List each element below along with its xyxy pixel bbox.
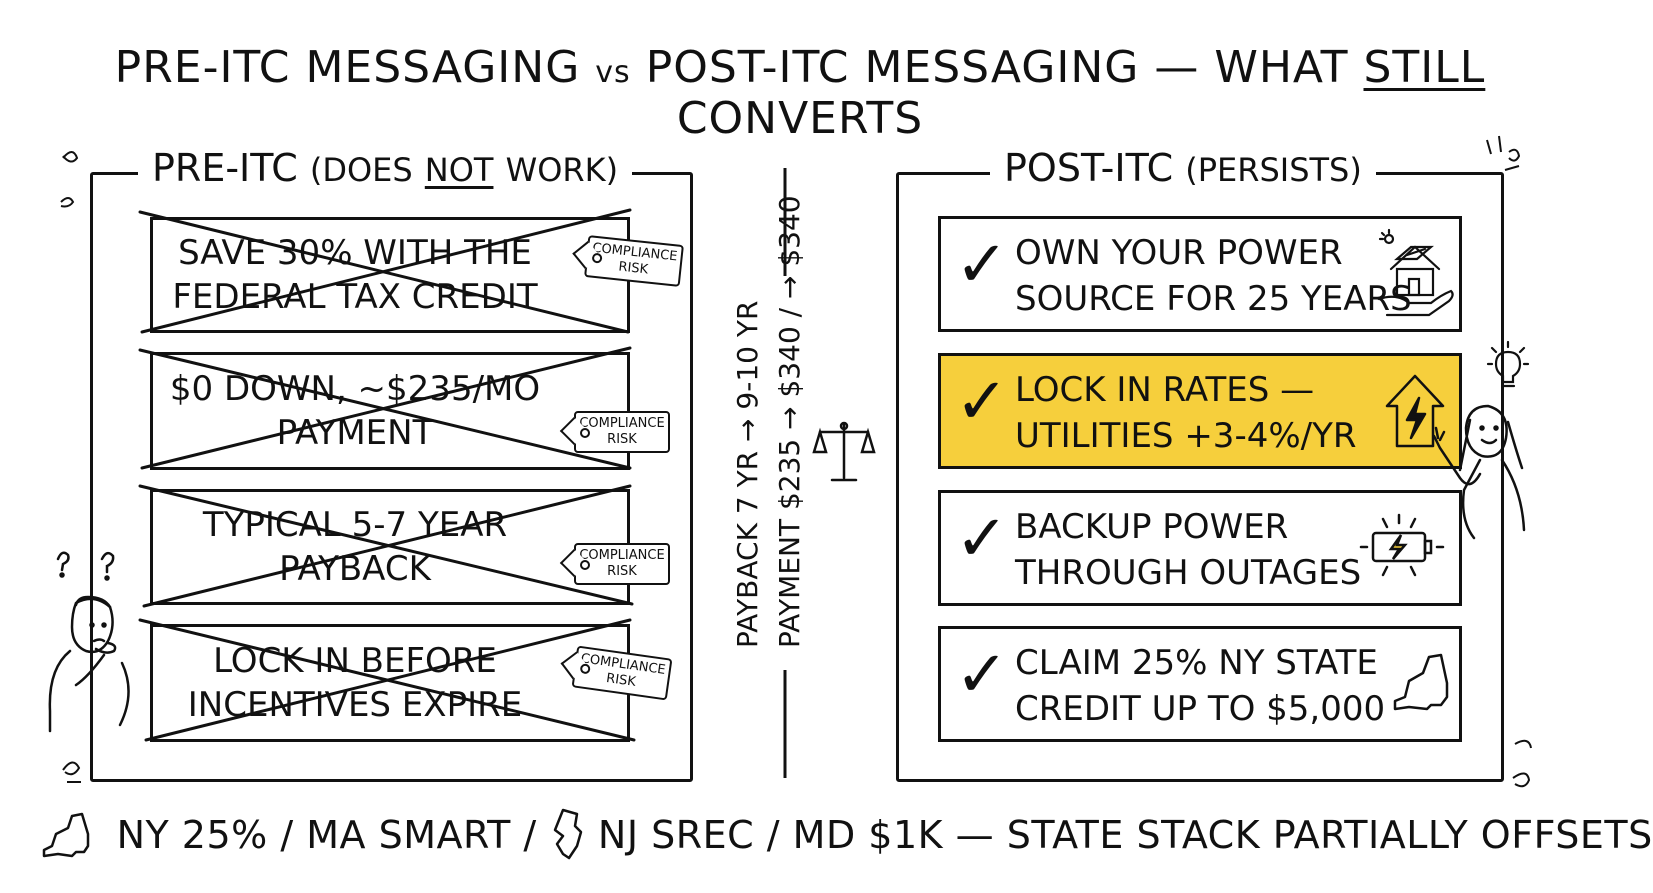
house-bolt-icon (1385, 374, 1445, 448)
title-dash: — (1154, 42, 1200, 93)
compliance-risk-tag: COMPLIANCE RISK (574, 411, 670, 453)
check-icon: ✓ (955, 365, 1009, 439)
title-vs: vs (595, 55, 631, 90)
payment-change-text: PAYMENT $235 → $340 / → $340 (773, 195, 806, 648)
ny-state-icon (42, 812, 90, 858)
footer-part1: NY 25% / MA SMART / (116, 813, 537, 857)
payback-change-text: PAYBACK 7 YR → 9-10 YR (731, 300, 764, 648)
tag-line2: RISK (617, 259, 649, 278)
pre-itc-card: LOCK IN BEFORE INCENTIVES EXPIRE (150, 624, 630, 742)
confused-person-icon (48, 551, 130, 733)
sparkle-doodle-icon (1486, 135, 1521, 171)
tag-line2: RISK (607, 564, 637, 579)
check-icon: ✓ (955, 638, 1009, 712)
title-post: POST-ITC MESSAGING (645, 42, 1140, 93)
footer-part2: NJ SREC / MD $1K — STATE STACK PARTIALLY… (597, 813, 1653, 857)
page-title: PRE-ITC MESSAGING vs POST-ITC MESSAGING … (0, 42, 1600, 144)
solar-house-hand-icon (1377, 228, 1454, 317)
cross-out-marks (138, 208, 636, 742)
squiggle-doodle-icon (62, 761, 81, 783)
state-stack-footer: NY 25% / MA SMART / NJ SREC / MD $1K — S… (40, 808, 1652, 860)
divider-line (783, 670, 787, 778)
pre-itc-panel-title: PRE-ITC (DOES NOT WORK) (138, 146, 633, 190)
post-itc-card-text: CLAIM 25% NY STATE CREDIT UP TO $5,000 (1015, 643, 1386, 729)
pointing-person-icon (1432, 404, 1526, 540)
post-itc-panel-title: POST-ITC (PERSISTS) (990, 146, 1376, 190)
post-itc-title-main: POST-ITC (1004, 146, 1174, 190)
pre-itc-title-open: (DOES (309, 151, 413, 189)
pre-itc-card-text: LOCK IN BEFORE INCENTIVES EXPIRE (187, 640, 523, 725)
pre-itc-card-text: $0 DOWN, ~$235/MO PAYMENT (169, 368, 541, 453)
tag-line1: COMPLIANCE (579, 416, 665, 431)
nj-state-icon (554, 808, 583, 860)
post-itc-title-sub: (PERSISTS) (1185, 151, 1362, 189)
check-icon: ✓ (955, 502, 1009, 576)
post-itc-card: ✓ OWN YOUR POWER SOURCE FOR 25 YEARS (938, 216, 1462, 332)
pre-itc-title-not: NOT (424, 151, 494, 189)
squiggle-doodle-icon (1512, 739, 1532, 788)
divider-line (783, 168, 787, 276)
title-what: WHAT (1214, 42, 1349, 93)
post-itc-card-text: OWN YOUR POWER SOURCE FOR 25 YEARS (1015, 233, 1412, 319)
balance-scale-icon (812, 421, 876, 482)
post-itc-card: ✓ BACKUP POWER THROUGH OUTAGES (938, 490, 1462, 606)
title-pre: PRE-ITC MESSAGING (114, 42, 581, 93)
tag-line1: COMPLIANCE (579, 548, 665, 563)
pre-itc-title-main: PRE-ITC (152, 146, 298, 190)
post-itc-card: ✓ CLAIM 25% NY STATE CREDIT UP TO $5,000 (938, 626, 1462, 742)
ny-state-icon (1393, 653, 1449, 711)
title-converts: CONVERTS (676, 93, 924, 144)
lightbulb-icon (1486, 340, 1530, 388)
post-itc-card-text: BACKUP POWER THROUGH OUTAGES (1015, 507, 1362, 593)
tag-line2: RISK (605, 670, 637, 690)
battery-bolt-icon (1359, 513, 1445, 577)
title-still: STILL (1363, 42, 1486, 93)
post-itc-card-text: LOCK IN RATES — UTILITIES +3-4%/YR (1015, 370, 1357, 456)
check-icon: ✓ (955, 228, 1009, 302)
post-itc-card-highlighted: ✓ LOCK IN RATES — UTILITIES +3-4%/YR (938, 353, 1462, 469)
pre-itc-title-close: WORK) (505, 151, 619, 189)
compliance-risk-tag: COMPLIANCE RISK (574, 543, 670, 585)
tag-line2: RISK (607, 432, 637, 447)
squiggle-doodle-icon (60, 151, 79, 208)
